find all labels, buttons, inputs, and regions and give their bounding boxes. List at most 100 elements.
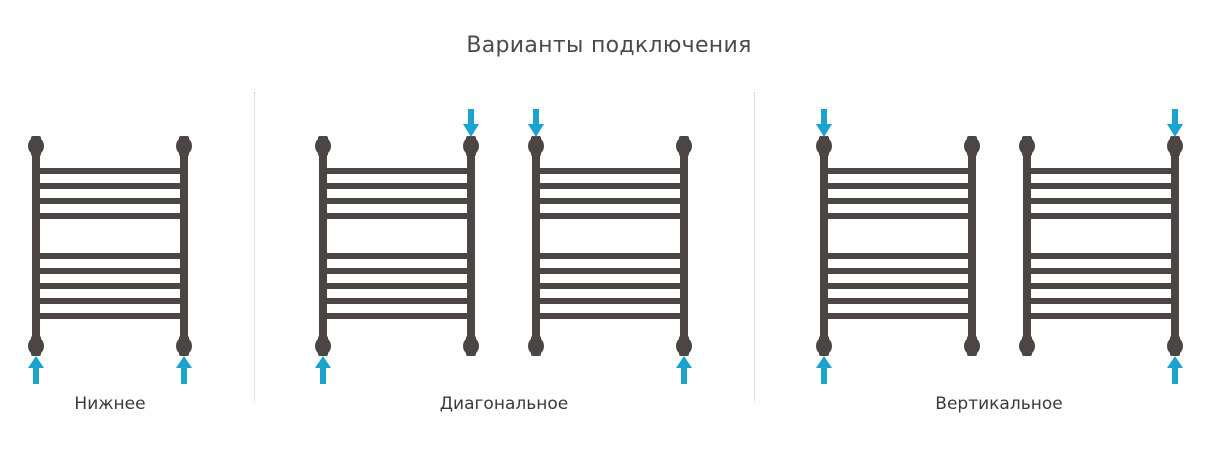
towel-rail-4: [816, 109, 980, 384]
towel-rail-2-left-top-fitting: [315, 137, 331, 155]
towel-rail-5-bar-7: [1027, 283, 1175, 289]
flow-arrow-down-icon-4-1-head: [816, 124, 832, 137]
towel-rail-2-right-bottom-fitting: [463, 337, 479, 355]
towel-rail-2-left-post: [319, 146, 327, 346]
caption-diagonal-connection: Диагональное: [439, 394, 569, 414]
towel-rail-4-bar-4: [824, 213, 972, 219]
flow-arrow-up-icon-4-2-shaft: [821, 367, 827, 384]
towel-rail-4-left-bottom-fitting: [816, 337, 832, 355]
flow-arrow-up-icon-2-2-shaft: [320, 367, 326, 384]
towel-rail-2-right-post: [467, 146, 475, 346]
towel-rail-5-right-post: [1171, 146, 1179, 346]
towel-rail-5-left-top-fitting: [1019, 137, 1035, 155]
towel-rail-5-bar-9: [1027, 313, 1175, 319]
towel-rail-3-bar-6: [536, 268, 684, 274]
towel-rail-4-bar-8: [824, 298, 972, 304]
towel-rail-3-right-post: [680, 146, 688, 346]
towel-rail-5: [1019, 109, 1183, 384]
towel-rail-5-bar-5: [1027, 253, 1175, 259]
towel-rail-5-bar-3: [1027, 198, 1175, 204]
towel-rail-3-bar-9: [536, 313, 684, 319]
towel-rail-4-left-post: [820, 146, 828, 346]
towel-rail-3-left-bottom-fitting: [528, 337, 544, 355]
towel-rail-2-bar-9: [323, 313, 471, 319]
towel-rail-5-bar-8: [1027, 298, 1175, 304]
towel-rail-4-bar-5: [824, 253, 972, 259]
flow-arrow-down-icon-3-1-head: [528, 124, 544, 137]
towel-rail-1-bar-6: [36, 268, 184, 274]
towel-rail-5-left-bottom-fitting: [1019, 337, 1035, 355]
towel-rail-5-right-bottom-fitting: [1167, 337, 1183, 355]
flow-arrow-down-icon-2-1-shaft: [468, 109, 474, 125]
flow-arrow-down-icon-3-1-shaft: [533, 109, 539, 125]
towel-rail-5-bar-4: [1027, 213, 1175, 219]
towel-rail-1-bar-3: [36, 198, 184, 204]
towel-rail-1: [28, 136, 192, 384]
flow-arrow-up-icon-5-2-shaft: [1172, 367, 1178, 384]
towel-rail-5-bar-2: [1027, 183, 1175, 189]
towel-rail-1-left-bottom-fitting: [28, 337, 44, 355]
towel-rail-3-bar-5: [536, 253, 684, 259]
towel-rail-2: [315, 109, 479, 384]
flow-arrow-up-icon-3-2-head: [676, 356, 692, 368]
towel-rail-5-bar-1: [1027, 168, 1175, 174]
towel-rail-5-right-top-fitting: [1167, 137, 1183, 155]
group-divider-2: [754, 92, 755, 402]
towel-rail-1-bar-4: [36, 213, 184, 219]
towel-rail-2-right-top-fitting: [463, 137, 479, 155]
towel-rail-1-bar-5: [36, 253, 184, 259]
towel-rail-4-bar-1: [824, 168, 972, 174]
towel-rail-2-bar-6: [323, 268, 471, 274]
towel-rail-2-bar-7: [323, 283, 471, 289]
flow-arrow-up-icon-2-2-head: [315, 356, 331, 368]
towel-rail-1-left-post: [32, 146, 40, 346]
flow-arrow-down-icon-5-1-shaft: [1172, 109, 1178, 125]
towel-rail-1-left-top-fitting: [28, 137, 44, 155]
towel-rail-4-bar-7: [824, 283, 972, 289]
towel-rail-3-bar-1: [536, 168, 684, 174]
towel-rail-4-bar-2: [824, 183, 972, 189]
towel-rail-1-bar-8: [36, 298, 184, 304]
towel-rail-2-bar-2: [323, 183, 471, 189]
towel-rail-4-bar-6: [824, 268, 972, 274]
towel-rail-1-bar-7: [36, 283, 184, 289]
towel-rail-2-bar-5: [323, 253, 471, 259]
towel-rail-1-right-top-fitting: [176, 137, 192, 155]
flow-arrow-up-icon-4-2-head: [816, 356, 832, 368]
flow-arrow-down-icon-5-1-head: [1167, 124, 1183, 137]
towel-rail-3-bar-4: [536, 213, 684, 219]
towel-rail-5-left-post: [1023, 146, 1031, 346]
towel-rail-1-bar-9: [36, 313, 184, 319]
towel-rail-3: [528, 109, 692, 384]
flow-arrow-up-icon-5-2-head: [1167, 356, 1183, 368]
towel-rail-3-right-top-fitting: [676, 137, 692, 155]
towel-rail-2-bar-4: [323, 213, 471, 219]
flow-arrow-up-icon-1-1-head: [28, 356, 44, 368]
towel-rail-3-bar-2: [536, 183, 684, 189]
group-divider-1: [254, 92, 255, 402]
towel-rail-2-bar-3: [323, 198, 471, 204]
towel-rail-3-bar-7: [536, 283, 684, 289]
flow-arrow-up-icon-1-1-shaft: [33, 367, 39, 384]
towel-rail-3-right-bottom-fitting: [676, 337, 692, 355]
towel-rail-1-right-bottom-fitting: [176, 337, 192, 355]
towel-rail-1-bar-1: [36, 168, 184, 174]
caption-vertical-connection: Вертикальное: [935, 394, 1063, 414]
flow-arrow-down-icon-2-1-head: [463, 124, 479, 137]
flow-arrow-up-icon-3-2-shaft: [681, 367, 687, 384]
towel-rail-5-bar-6: [1027, 268, 1175, 274]
towel-rail-2-bar-1: [323, 168, 471, 174]
towel-rail-3-left-post: [532, 146, 540, 346]
flow-arrow-up-icon-1-2-shaft: [181, 367, 187, 384]
towel-rail-4-right-bottom-fitting: [964, 337, 980, 355]
towel-rail-4-left-top-fitting: [816, 137, 832, 155]
diagram-title: Варианты подключения: [466, 33, 752, 58]
caption-bottom-connection: Нижнее: [74, 394, 146, 414]
flow-arrow-up-icon-1-2-head: [176, 356, 192, 368]
towel-rail-3-bar-8: [536, 298, 684, 304]
towel-rail-3-bar-3: [536, 198, 684, 204]
towel-rail-1-right-post: [180, 146, 188, 346]
towel-rail-4-bar-3: [824, 198, 972, 204]
towel-rail-4-right-post: [968, 146, 976, 346]
